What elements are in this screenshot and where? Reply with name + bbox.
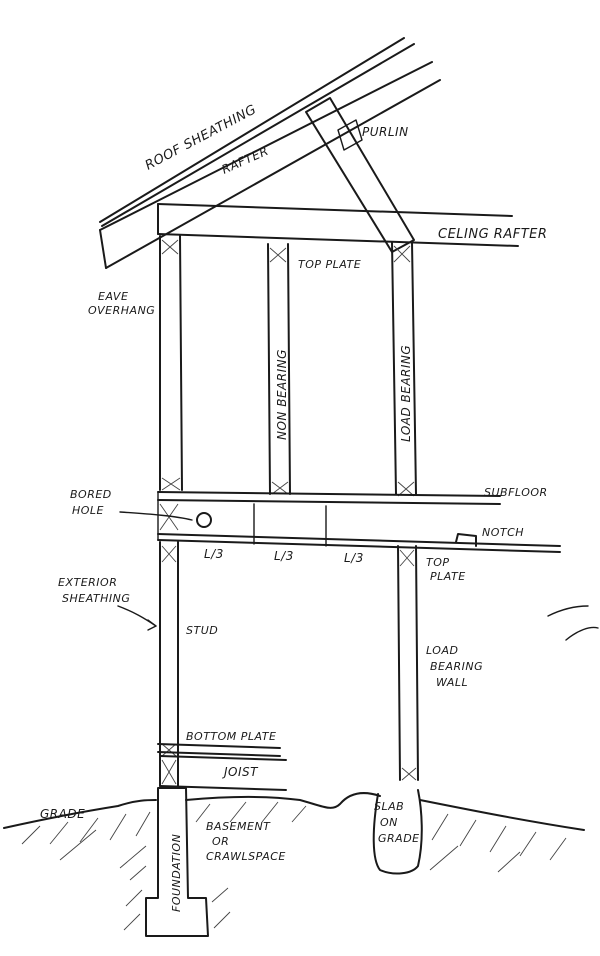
notch [455, 533, 477, 547]
label-notch: NOTCH [482, 526, 524, 539]
label-crawlspace: CRAWLSPACE [206, 850, 286, 863]
label-or: OR [212, 835, 229, 848]
label-non-bearing: NON BEARING [275, 349, 289, 440]
joist [159, 755, 287, 791]
label-subfloor: SUBFLOOR [484, 486, 548, 499]
load-bearing-wall [397, 545, 419, 781]
bored-hole-arrow [119, 511, 193, 521]
ceiling-rafter [157, 203, 519, 247]
label-slab-grade: GRADE [378, 832, 420, 845]
grade-line [3, 792, 585, 873]
exterior-wall-upper [159, 235, 183, 491]
label-rafter: RAFTER [220, 144, 271, 177]
label-load: LOAD [426, 644, 458, 657]
label-bearing: BEARING [430, 660, 483, 673]
label-foundation: FOUNDATION [170, 834, 183, 912]
label-exterior: EXTERIOR [58, 576, 117, 589]
stray-marks [547, 605, 599, 641]
label-l3-b: L/3 [274, 549, 294, 563]
label-ceiling-rafter: CELING RAFTER [438, 227, 547, 242]
load-bearing-stud-upper [391, 241, 417, 497]
subfloor [157, 491, 561, 553]
label-eave: EAVE [98, 290, 128, 303]
label-stud: STUD [186, 624, 218, 637]
label-joist: JOIST [222, 765, 259, 779]
label-hole: HOLE [72, 504, 104, 517]
label-l3-a: L/3 [204, 547, 224, 561]
label-bottom-plate: BOTTOM PLATE [186, 730, 276, 743]
label-bored: BORED [70, 488, 112, 501]
label-purlin: PURLIN [362, 125, 409, 139]
purlin [305, 97, 415, 253]
label-wall: WALL [436, 676, 468, 689]
label-load-bearing-upper: LOAD BEARING [399, 345, 413, 442]
label-grade: GRADE [40, 807, 85, 821]
roof-sheathing [99, 37, 415, 227]
label-top-lower: TOP [426, 556, 450, 569]
bored-hole [196, 512, 212, 528]
label-overhang: OVERHANG [88, 304, 155, 317]
exterior-sheathing-arrow [117, 605, 157, 631]
label-top-plate-upper: TOP PLATE [298, 258, 361, 271]
non-bearing-stud [267, 243, 291, 495]
foundation [123, 787, 231, 937]
label-basement: BASEMENT [206, 820, 271, 833]
label-on: ON [380, 816, 398, 829]
slab-on-grade [372, 789, 423, 875]
label-l3-c: L/3 [344, 551, 364, 565]
label-slab: SLAB [374, 800, 404, 813]
bottom-plate [157, 743, 281, 757]
label-sheathing: SHEATHING [62, 592, 130, 605]
label-plate-lower: PLATE [430, 570, 466, 583]
rafter [99, 61, 441, 269]
exterior-wall-lower [159, 541, 179, 787]
